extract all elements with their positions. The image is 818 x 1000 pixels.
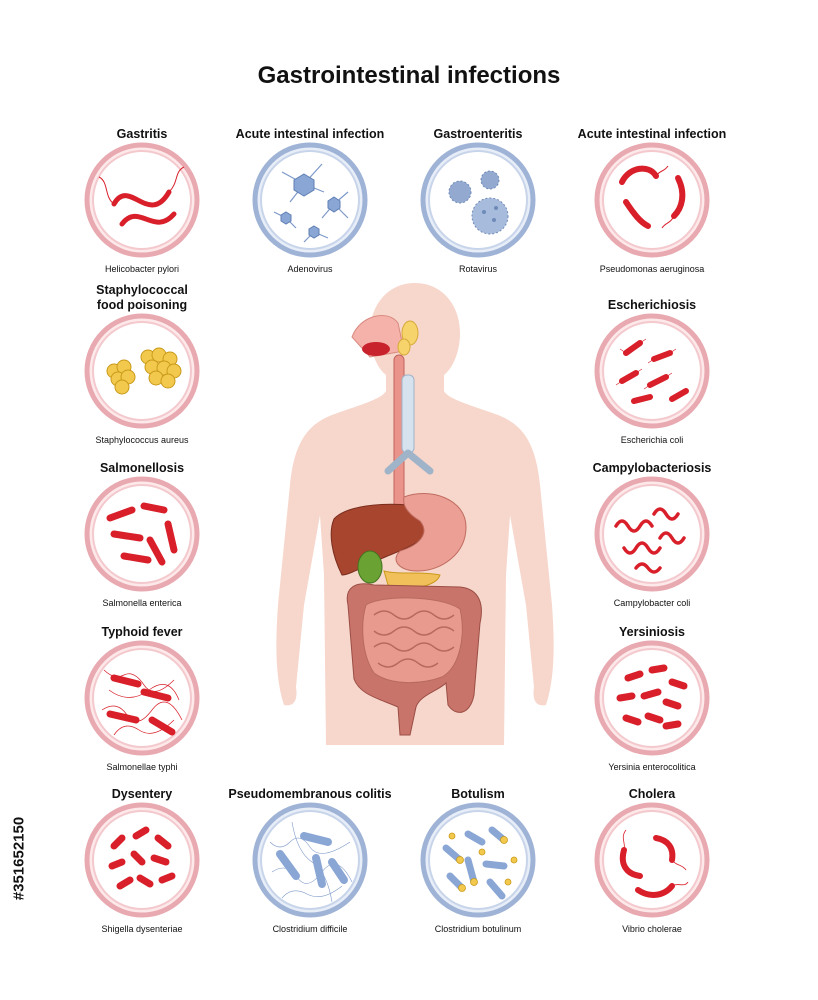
short-rod-icon — [594, 640, 710, 756]
infection-card: Gastroenteritis Rotavirus — [383, 126, 573, 274]
infection-card: Acute intestinal infection Adenovirus — [215, 126, 405, 274]
infection-card: Dysentery Shigella dysenteriae — [47, 786, 237, 934]
infection-card: Salmonellosis Salmonella enterica — [47, 444, 237, 608]
page-title: Gastrointestinal infections — [257, 62, 561, 89]
stock-id-watermark: #351652150 — [6, 770, 28, 950]
digestive-system-illustration — [276, 283, 554, 745]
infection-card: Pseudomembranous colitis Clostridium dif… — [215, 786, 405, 934]
flagellated-rod-icon — [84, 640, 200, 756]
disease-name: Acute intestinal infection — [235, 127, 385, 141]
stock-id-text: #351652150 — [10, 816, 28, 901]
disease-name: Gastroenteritis — [433, 127, 523, 141]
comma-bacteria-icon — [594, 802, 710, 918]
gallbladder — [357, 550, 383, 584]
disease-name: Botulism — [451, 787, 505, 801]
head-organs — [351, 315, 419, 358]
pathogen-name: Salmonella enterica — [102, 598, 182, 608]
infection-card: Campylobacteriosis Campylobacter coli — [557, 444, 747, 608]
disease-name: Campylobacteriosis — [592, 461, 712, 475]
curved-rod-bacteria-icon — [594, 142, 710, 258]
disease-name: Cholera — [628, 787, 676, 801]
pathogen-name: Clostridium difficile — [272, 924, 348, 934]
flagellated-rod-icon — [252, 802, 368, 918]
adenovirus-icon — [252, 142, 368, 258]
disease-name: Dysentery — [111, 787, 173, 801]
disease-name: Yersiniosis — [618, 625, 685, 639]
disease-name: Typhoid fever — [101, 625, 183, 639]
pathogen-name: Rotavirus — [458, 264, 497, 274]
infection-card: Yersiniosis Yersinia enterocolitica — [557, 608, 747, 772]
spiral-bacteria-icon — [594, 476, 710, 592]
pathogen-name: Staphylococcus aureus — [95, 435, 189, 445]
disease-name: Pseudomembranous colitis — [228, 787, 392, 801]
infection-card: Gastritis Helicobacter pylori — [47, 126, 237, 274]
infection-card: Typhoid fever Salmonellae typhi — [47, 608, 237, 772]
disease-name: Salmonellosis — [99, 461, 185, 475]
stomach — [395, 493, 467, 572]
infection-card: Staphylococcal food poisoning Staphyloco… — [47, 281, 237, 445]
pathogen-name: Salmonellae typhi — [106, 762, 178, 772]
pathogen-name: Vibrio cholerae — [622, 924, 682, 934]
disease-name: Staphylococcal food poisoning — [96, 283, 188, 312]
coccus-cluster-icon — [84, 313, 200, 429]
short-rod-icon — [84, 802, 200, 918]
pathogen-name: Escherichia coli — [620, 435, 684, 445]
infection-card: Acute intestinal infection Pseudomonas a… — [557, 126, 747, 274]
rod-bacteria-icon — [594, 313, 710, 429]
pathogen-name: Clostridium botulinum — [434, 924, 522, 934]
pathogen-name: Campylobacter coli — [613, 598, 691, 608]
pathogen-name: Yersinia enterocolitica — [608, 762, 696, 772]
esophagus-trachea — [384, 354, 434, 526]
disease-name: Gastritis — [116, 127, 168, 141]
disease-name: Escherichiosis — [607, 298, 697, 312]
infection-card: Escherichiosis Escherichia coli — [557, 281, 747, 445]
pathogen-name: Shigella dysenteriae — [101, 924, 183, 934]
rod-bacteria-icon — [84, 476, 200, 592]
spore-rod-icon — [420, 802, 536, 918]
pathogen-name: Helicobacter pylori — [104, 264, 180, 274]
disease-name: Acute intestinal infection — [577, 127, 727, 141]
pathogen-name: Adenovirus — [287, 264, 333, 274]
spiral-bacteria-icon — [84, 142, 200, 258]
rotavirus-icon — [420, 142, 536, 258]
small-intestine — [362, 597, 463, 684]
infection-card: Botulism Clostridium botulinum — [383, 786, 573, 934]
pathogen-name: Pseudomonas aeruginosa — [599, 264, 705, 274]
infection-card: Cholera Vibrio cholerae — [557, 786, 747, 934]
